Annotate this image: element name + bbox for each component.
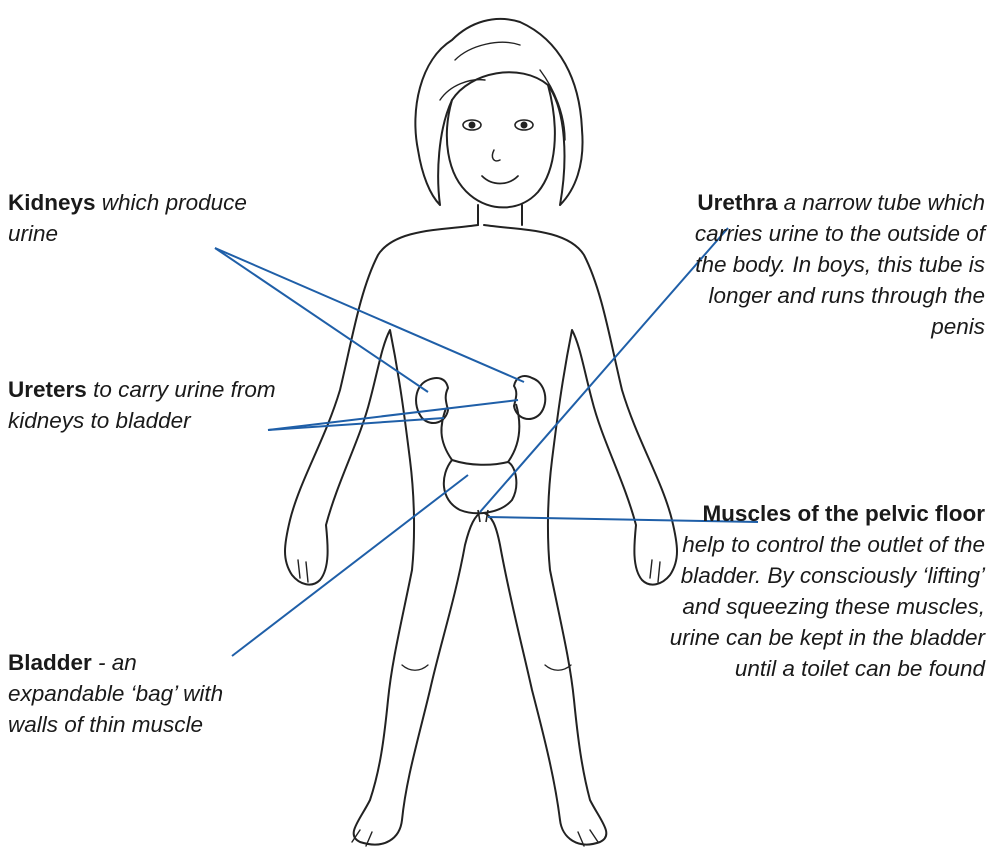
bladder-organ (444, 460, 517, 513)
mouth (482, 176, 518, 184)
ureters-term: Ureters (8, 377, 87, 402)
face (447, 85, 555, 207)
hair (415, 19, 582, 205)
label-ureters: Ureters to carry urine from kidneys to b… (8, 374, 278, 436)
pelvic-floor-term: Muscles of the pelvic floor (702, 501, 985, 526)
urethra-term: Urethra (697, 190, 777, 215)
bladder-term: Bladder (8, 650, 92, 675)
nose (492, 150, 500, 161)
body-outline (285, 225, 677, 845)
label-pelvic-floor: Muscles of the pelvic floor help to cont… (665, 498, 985, 684)
leader-kidneys-right (215, 248, 524, 382)
toe-details (352, 830, 598, 846)
knee-details (402, 665, 571, 670)
pelvic-floor-description: help to control the outlet of the bladde… (670, 532, 985, 681)
leader-ureters-right (268, 400, 518, 430)
leader-kidneys-left (215, 248, 428, 392)
leader-bladder (232, 475, 468, 656)
label-bladder: Bladder - an expandable ‘bag’ with walls… (8, 647, 248, 740)
right-ureter (508, 404, 519, 462)
label-kidneys: Kidneys which produce urine (8, 187, 248, 249)
kidneys-term: Kidneys (8, 190, 96, 215)
label-urethra: Urethra a narrow tube which carries urin… (688, 187, 985, 342)
